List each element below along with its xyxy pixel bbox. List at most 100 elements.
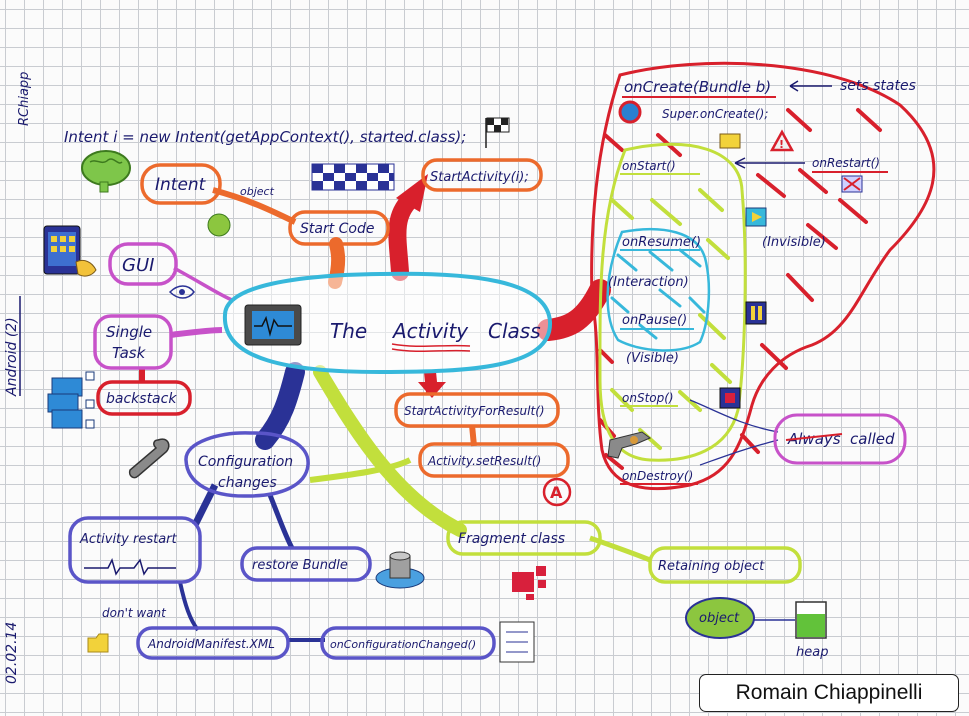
backstack-node bbox=[96, 380, 192, 416]
branch-to-config bbox=[255, 362, 305, 450]
start-activity-label: StartActivity(i); bbox=[430, 170, 529, 185]
fragments-icon bbox=[512, 566, 546, 600]
object-blob-label: object bbox=[699, 611, 740, 626]
mail-icon bbox=[719, 133, 741, 149]
config-node bbox=[184, 431, 310, 498]
intent-node bbox=[140, 163, 222, 205]
called-label: called bbox=[850, 430, 895, 448]
on-destroy-label: onDestroy() bbox=[622, 469, 693, 483]
gui-node bbox=[108, 242, 178, 286]
on-resume-hatching bbox=[610, 248, 706, 340]
tablet-icon bbox=[43, 225, 97, 277]
central-title-post: Class bbox=[488, 319, 541, 343]
always-called-box bbox=[773, 413, 907, 465]
single-task-label-1: Single bbox=[106, 323, 152, 341]
eye-icon bbox=[168, 285, 195, 299]
config-changed-node bbox=[320, 626, 496, 660]
config-label-2: changes bbox=[218, 475, 277, 491]
left-branch: GUI Single Task backstack bbox=[43, 225, 195, 429]
branch-restart-to-manifest bbox=[178, 581, 200, 632]
branch-to-start-activity bbox=[388, 191, 419, 281]
on-resume-boundary bbox=[606, 228, 711, 352]
always-called-to-destroy bbox=[699, 439, 779, 466]
intent-code-line: Intent i = new Intent(getAppContext(), s… bbox=[64, 128, 466, 146]
invisible-label: (Invisible) bbox=[762, 235, 826, 250]
single-task-node bbox=[93, 314, 173, 370]
set-result-node bbox=[418, 442, 570, 478]
branch-to-single-task bbox=[169, 327, 223, 338]
margin-notes: RChiapp Android (2) 02.02.14 bbox=[4, 72, 32, 684]
central-node: The Activity Class bbox=[222, 271, 553, 375]
brain-icon bbox=[81, 150, 131, 193]
lifecycle-region: onCreate(Bundle b) sets states Super.onC… bbox=[590, 61, 936, 491]
pulse-line bbox=[84, 557, 176, 576]
folder-icon bbox=[87, 633, 109, 653]
super-oncreate-icon bbox=[618, 100, 642, 124]
always-strike bbox=[785, 433, 843, 441]
result-branch: StartActivityForResult() Activity.setRes… bbox=[394, 392, 572, 507]
always-struck-label: Always bbox=[787, 430, 841, 448]
result-badge bbox=[542, 477, 572, 507]
sets-states-label: sets states bbox=[840, 78, 916, 94]
backstack-label: backstack bbox=[106, 391, 177, 407]
config-branch: Configuration changes Activity restart r… bbox=[68, 431, 535, 663]
on-restart-label: onRestart() bbox=[812, 156, 880, 170]
wrench-icon bbox=[128, 438, 170, 479]
flag-icon bbox=[485, 117, 510, 148]
fragment-branch: Fragment class Retaining object object h… bbox=[446, 520, 828, 660]
author-credit-text: Romain Chiappinelli bbox=[735, 681, 923, 704]
stacked-windows-icon bbox=[47, 371, 95, 429]
result-badge-label: A bbox=[550, 483, 563, 502]
activity-restart-node bbox=[68, 516, 202, 584]
central-ellipse bbox=[222, 271, 553, 375]
revolver-icon bbox=[607, 431, 651, 459]
single-task-label-2: Task bbox=[112, 344, 147, 362]
start-code-node bbox=[288, 210, 390, 246]
on-stop-label: onStop() bbox=[622, 391, 674, 405]
on-start-label: onStart() bbox=[622, 159, 676, 173]
heap-label: heap bbox=[796, 645, 828, 660]
always-called-to-stop bbox=[689, 399, 779, 433]
on-create-boundary bbox=[590, 61, 936, 491]
super-on-create-label: Super.onCreate(); bbox=[662, 107, 768, 121]
set-result-label: Activity.setResult() bbox=[427, 454, 541, 468]
on-pause-label: onPause() bbox=[622, 313, 687, 328]
interaction-label: (Interaction) bbox=[608, 275, 689, 290]
author-credit-box: Romain Chiappinelli bbox=[699, 674, 959, 712]
branch-to-lifecycle bbox=[537, 279, 611, 341]
author-tag: RChiapp bbox=[17, 72, 32, 126]
start-for-result-label: StartActivityForResult() bbox=[404, 404, 545, 418]
fragment-node bbox=[446, 520, 602, 556]
date-label: 02.02.14 bbox=[4, 622, 20, 684]
config-label-1: Configuration bbox=[198, 454, 293, 470]
warning-icon bbox=[769, 129, 795, 152]
activity-restart-label: Activity restart bbox=[79, 532, 178, 547]
pause-icon bbox=[745, 301, 767, 325]
manifest-label: AndroidManifest.XML bbox=[147, 637, 275, 651]
lifecycle-icons: ! bbox=[607, 100, 863, 459]
restart-to-start-arrow bbox=[734, 157, 805, 169]
central-title-underline bbox=[391, 343, 471, 353]
arrow-head-start-activity bbox=[396, 174, 428, 212]
dont-want-label: don't want bbox=[102, 606, 167, 620]
beaker-icon bbox=[795, 601, 827, 639]
on-resume-label: onResume() bbox=[622, 235, 701, 250]
restore-bundle-label: restore Bundle bbox=[252, 558, 348, 573]
start-activity-node bbox=[421, 158, 543, 192]
gui-label: GUI bbox=[122, 255, 154, 276]
restore-bundle-node bbox=[240, 546, 372, 582]
svg-text:!: ! bbox=[779, 138, 784, 151]
branch-intent-to-start-code bbox=[212, 187, 297, 225]
start-code-label: Start Code bbox=[300, 221, 375, 237]
object-label: object bbox=[240, 185, 275, 198]
branch-fragment-to-retaining bbox=[589, 535, 651, 563]
branch-to-gui bbox=[173, 266, 233, 302]
visible-label: (Visible) bbox=[626, 351, 679, 366]
branch-to-fragment bbox=[313, 365, 467, 537]
object-blob bbox=[685, 597, 755, 639]
arrow-head-start-for-result bbox=[418, 382, 446, 398]
android-start-icon bbox=[207, 213, 231, 237]
sets-states-arrow bbox=[789, 80, 832, 92]
central-title-pre: The bbox=[330, 319, 367, 343]
